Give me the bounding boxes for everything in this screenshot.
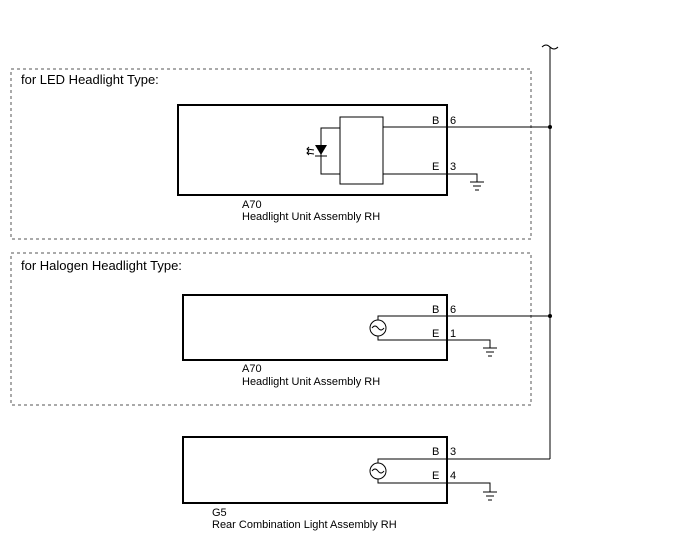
rear-pin-e-number: 4: [450, 470, 456, 482]
rear-light-unit-box: [182, 436, 448, 504]
halogen-connector-code: A70: [242, 363, 262, 375]
led-component-name: Headlight Unit Assembly RH: [242, 211, 380, 223]
rear-connector-code: G5: [212, 507, 227, 519]
halogen-ground-icon: [483, 347, 497, 357]
halogen-pin-e-number: 1: [450, 328, 456, 340]
halogen-section-frame: [10, 252, 532, 406]
led-connector-code: A70: [242, 199, 262, 211]
led-section-title: for LED Headlight Type:: [21, 72, 159, 87]
halogen-splice-point: [548, 314, 552, 318]
halogen-pin-b-label: B: [432, 304, 439, 316]
halogen-section-title: for Halogen Headlight Type:: [21, 258, 182, 273]
led-diode-icon: [315, 145, 327, 155]
halogen-pin-b-number: 6: [450, 304, 456, 316]
halogen-headlight-unit-box: [182, 294, 448, 361]
rear-pin-b-label: B: [432, 446, 439, 458]
halogen-pin-e-label: E: [432, 328, 439, 340]
led-pin-b-number: 6: [450, 115, 456, 127]
rear-ground-wire: [447, 482, 491, 492]
led-ground-icon: [470, 181, 484, 191]
led-ground-wire: [447, 173, 478, 182]
rear-pin-e-label: E: [432, 470, 439, 482]
led-splice-point: [548, 125, 552, 129]
rear-ground-icon: [483, 491, 497, 501]
rear-pin-b-number: 3: [450, 446, 456, 458]
led-section-frame: [10, 68, 532, 240]
led-headlight-section: for LED Headlight Type: B 6 E 3 A70 Head…: [10, 68, 552, 240]
halogen-ground-wire: [447, 339, 491, 348]
led-diode-wire: [320, 127, 340, 175]
halogen-component-name: Headlight Unit Assembly RH: [242, 376, 380, 388]
led-pin-b-label: B: [432, 115, 439, 127]
rear-combination-light-section: B 3 E 4 G5 Rear Combination Light Assemb…: [182, 436, 550, 531]
led-driver-module: [339, 116, 384, 185]
halogen-bulb-filament: [371, 325, 385, 331]
led-pin-e-number: 3: [450, 161, 456, 173]
halogen-headlight-section: for Halogen Headlight Type: B 6 E 1 A70 …: [10, 252, 552, 406]
led-pin-e-label: E: [432, 161, 439, 173]
rear-bulb-filament: [371, 468, 385, 474]
rear-component-name: Rear Combination Light Assembly RH: [212, 519, 397, 531]
light-emission-icon: [306, 146, 315, 156]
